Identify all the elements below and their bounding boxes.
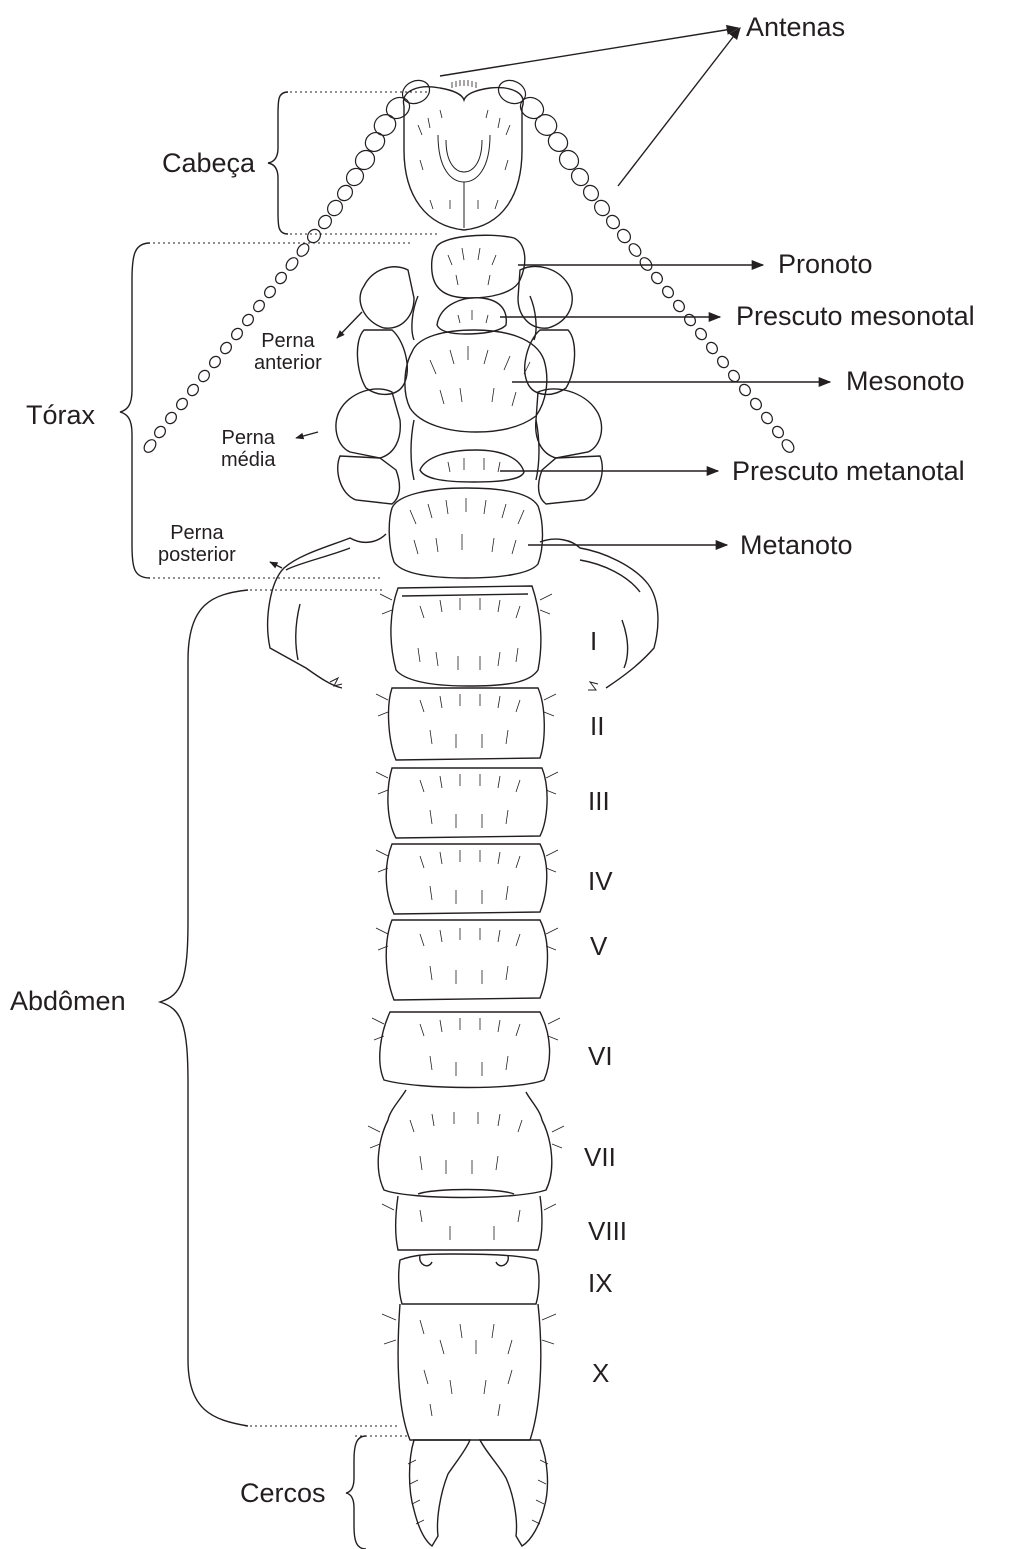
label-perna-media-line1: Perna: [221, 427, 275, 449]
abdomen-segments: [378, 586, 552, 1440]
label-torax: Tórax: [26, 402, 95, 429]
segment-label-5: V: [590, 933, 607, 959]
label-abdomen: Abdômen: [10, 988, 126, 1015]
brace-cercos: [346, 1436, 366, 1549]
brace-abdomen: [160, 590, 248, 1426]
brace-torax: [120, 243, 150, 578]
leg-posterior-right: [540, 539, 658, 690]
label-perna-posterior-line1: Perna: [158, 522, 236, 544]
label-perna-posterior-line2: posterior: [158, 544, 236, 566]
leg-media-right: [536, 389, 603, 504]
segment-label-9: IX: [588, 1270, 613, 1296]
label-perna-anterior-line1: Perna: [254, 330, 322, 352]
segment-label-7: VII: [584, 1144, 616, 1170]
label-perna-media: Perna média: [221, 427, 275, 472]
label-prescuto-metanotal: Prescuto metanotal: [732, 458, 965, 485]
leg-media-left: [336, 389, 400, 504]
label-metanoto: Metanoto: [740, 532, 853, 559]
segment-label-2: II: [590, 713, 604, 739]
label-cercos: Cercos: [240, 1480, 326, 1507]
label-antenas: Antenas: [746, 14, 845, 41]
segment-label-10: X: [592, 1360, 609, 1386]
segment-label-6: VI: [588, 1043, 613, 1069]
prescutum-mesonotal: [437, 298, 506, 334]
abdomen-setae: [368, 594, 564, 1416]
mesonotum: [405, 330, 547, 432]
segment-label-3: III: [588, 788, 610, 814]
label-perna-media-line2: média: [221, 449, 275, 471]
annotation-arrows: [270, 28, 830, 568]
brace-cabeca: [268, 92, 288, 234]
antenna-left: [142, 76, 434, 454]
label-perna-anterior: Perna anterior: [254, 330, 322, 375]
prescutum-metanotal: [420, 450, 524, 482]
label-perna-posterior: Perna posterior: [158, 522, 236, 567]
label-mesonoto: Mesonoto: [846, 368, 965, 395]
segment-label-8: VIII: [588, 1218, 627, 1244]
cerci: [408, 1440, 548, 1546]
label-pronoto: Pronoto: [778, 251, 873, 278]
segment-label-4: IV: [588, 868, 613, 894]
label-perna-anterior-line2: anterior: [254, 352, 322, 374]
label-cabeca: Cabeça: [162, 150, 255, 177]
label-prescuto-mesonotal: Prescuto mesonotal: [736, 303, 975, 330]
leg-posterior-left: [268, 534, 386, 688]
segment-label-1: I: [590, 628, 597, 654]
metanotum: [389, 488, 542, 578]
pronotum: [432, 235, 525, 298]
head: [403, 80, 523, 230]
